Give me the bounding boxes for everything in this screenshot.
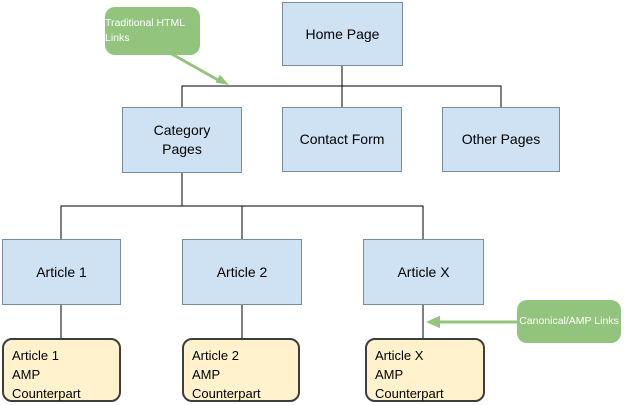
node-article-x-amp-counterpart: Article X AMP Counterpart <box>365 338 485 402</box>
node-article-2-amp-label: Article 2 AMP Counterpart <box>192 348 261 401</box>
node-article-2-amp-counterpart: Article 2 AMP Counterpart <box>182 338 300 402</box>
node-other-pages: Other Pages <box>442 107 560 172</box>
arrow-canonical-amp-links <box>426 315 517 329</box>
callout-canonical-amp-links-label: Canonical/AMP Links <box>519 315 619 327</box>
node-article-x-label: Article X <box>397 263 450 280</box>
node-category-pages-label: Category Pages <box>153 122 211 157</box>
node-article-2: Article 2 <box>182 239 302 305</box>
node-other-pages-label: Other Pages <box>461 131 541 147</box>
node-article-x-amp-label: Article X AMP Counterpart <box>375 348 444 401</box>
callout-canonical-amp-links: Canonical/AMP Links <box>517 300 621 343</box>
node-home-page: Home Page <box>282 2 403 66</box>
node-article-1-label: Article 1 <box>36 263 87 280</box>
connector-category-to-article-x <box>181 173 424 239</box>
node-article-1: Article 1 <box>2 239 121 305</box>
arrow-traditional-html-links <box>169 51 229 85</box>
node-article-1-amp-label: Article 1 AMP Counterpart <box>12 348 81 401</box>
node-home-page-label: Home Page <box>305 25 380 42</box>
connector-category-to-article-1 <box>60 173 183 239</box>
node-article-x: Article X <box>363 239 484 305</box>
node-contact-form: Contact Form <box>282 107 402 172</box>
node-category-pages: Category Pages <box>122 107 242 173</box>
callout-traditional-html-links-label: Traditional HTML Links <box>105 17 185 44</box>
node-article-1-amp-counterpart: Article 1 AMP Counterpart <box>2 338 121 402</box>
connector-home-to-other-pages <box>341 66 502 107</box>
node-contact-form-label: Contact Form <box>299 131 385 147</box>
callout-traditional-html-links: Traditional HTML Links <box>105 7 200 55</box>
node-article-2-label: Article 2 <box>216 263 268 280</box>
